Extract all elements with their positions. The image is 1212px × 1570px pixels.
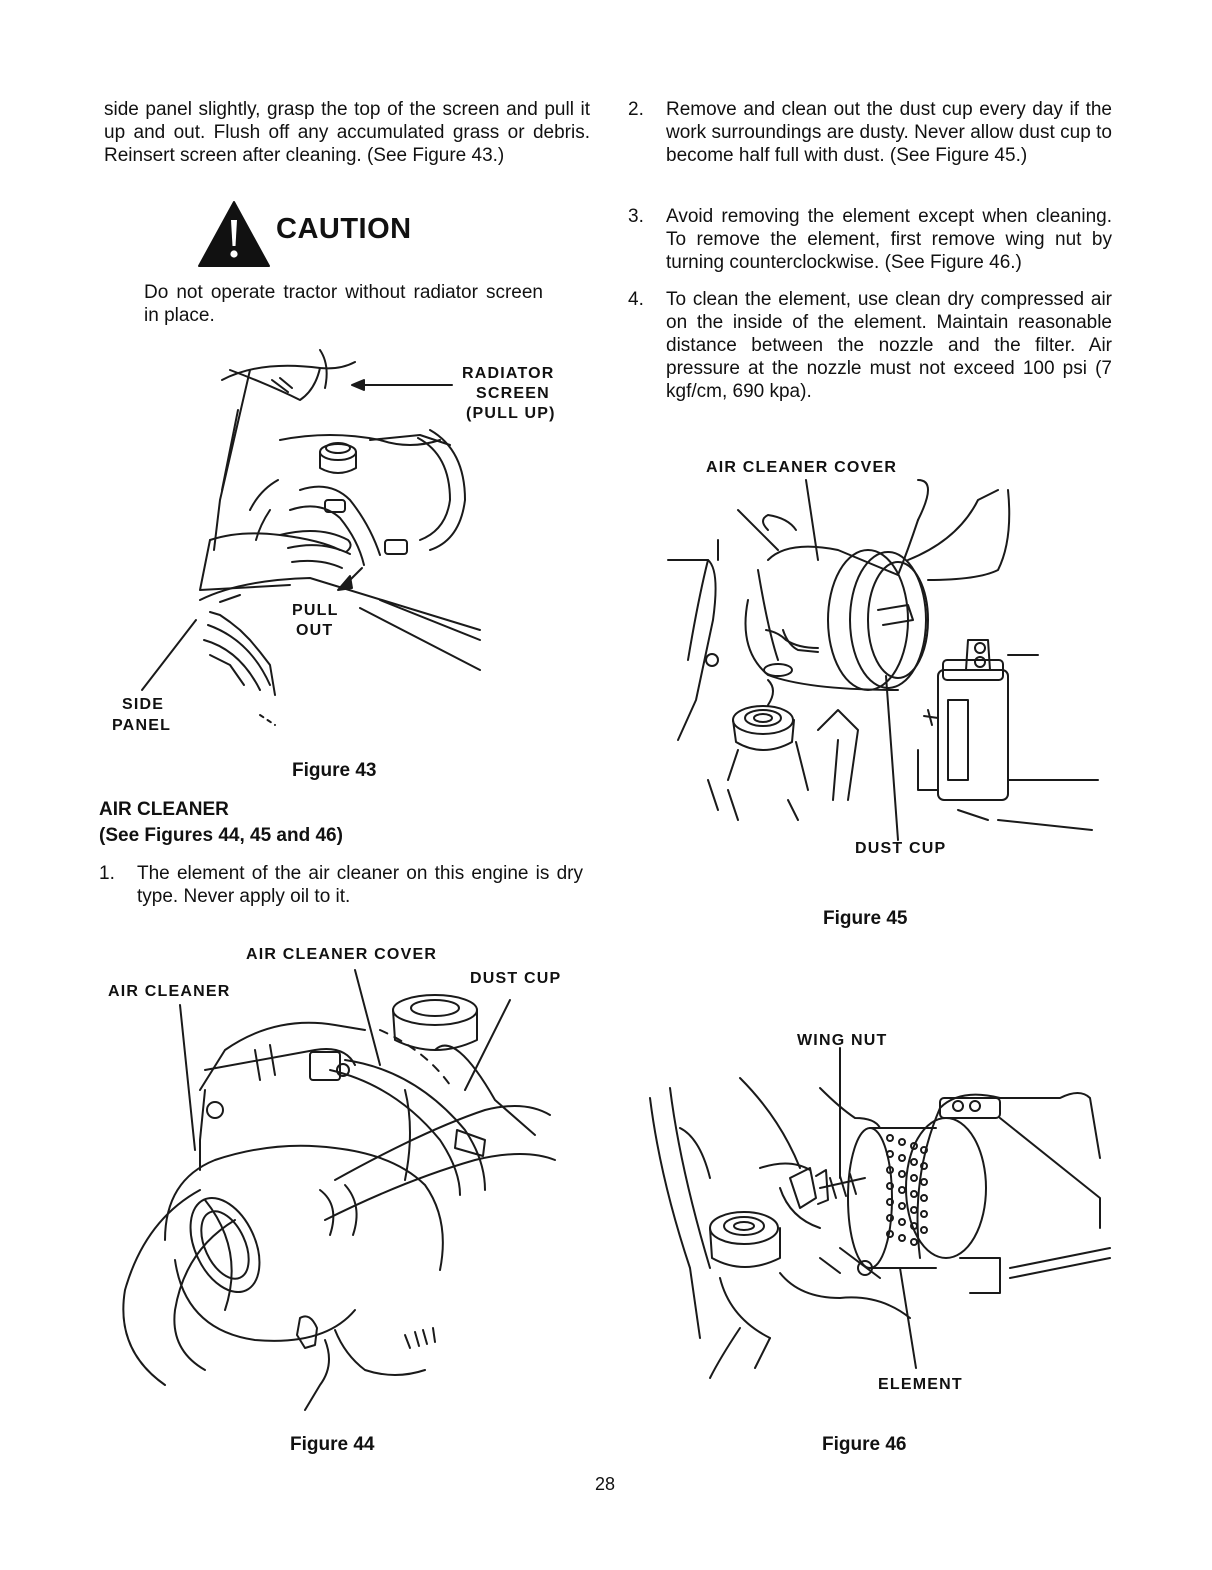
intro-paragraph: side panel slightly, grasp the top of th… bbox=[104, 99, 590, 166]
list-item-1-text: The element of the air cleaner on this e… bbox=[137, 863, 583, 907]
label-pull-out-line2: OUT bbox=[296, 622, 334, 639]
caution-text: Do not operate tractor without radiator … bbox=[144, 282, 543, 326]
fig44-label-air-cleaner: AIR CLEANER bbox=[108, 983, 231, 1000]
list-item-4-number: 4. bbox=[628, 289, 644, 310]
figure-43-illustration bbox=[141, 349, 481, 726]
figure-44-illustration bbox=[122, 969, 556, 1411]
list-item-3: 3. Avoid removing the element except whe… bbox=[628, 205, 1112, 275]
fig46-label-element: ELEMENT bbox=[878, 1376, 963, 1393]
list-item-4: 4. To clean the element, use clean dry c… bbox=[628, 288, 1112, 404]
list-item-3-number: 3. bbox=[628, 206, 644, 227]
fig46-label-wing-nut: WING NUT bbox=[797, 1032, 888, 1049]
label-pull-out-line1: PULL bbox=[292, 602, 339, 619]
list-item-2-text: Remove and clean out the dust cup every … bbox=[666, 99, 1112, 166]
figure-43-caption: Figure 43 bbox=[292, 760, 377, 781]
list-item-4-text: To clean the element, use clean dry comp… bbox=[666, 289, 1112, 402]
list-item-1: 1. The element of the air cleaner on thi… bbox=[99, 862, 583, 910]
label-radiator-screen-line3: (PULL UP) bbox=[466, 405, 556, 422]
list-item-2-number: 2. bbox=[628, 99, 644, 120]
list-item-3-text: Avoid removing the element except when c… bbox=[666, 206, 1112, 273]
fig44-label-dust-cup: DUST CUP bbox=[470, 970, 562, 987]
figure-44-caption: Figure 44 bbox=[290, 1434, 375, 1455]
fig45-label-air-cleaner-cover: AIR CLEANER COVER bbox=[706, 459, 898, 476]
label-radiator-screen-line1: RADIATOR bbox=[462, 365, 555, 382]
fig45-label-dust-cup: DUST CUP bbox=[855, 840, 947, 857]
page-number: 28 bbox=[595, 1474, 616, 1494]
caution-title: CAUTION bbox=[276, 213, 412, 245]
figure-46-illustration bbox=[649, 1047, 1111, 1379]
air-cleaner-subheading: (See Figures 44, 45 and 46) bbox=[99, 825, 343, 846]
list-item-1-number: 1. bbox=[99, 863, 115, 884]
label-radiator-screen-line2: SCREEN bbox=[476, 385, 550, 402]
figure-45-illustration bbox=[667, 479, 1099, 841]
warning-triangle-icon bbox=[198, 201, 270, 267]
label-side-panel-line1: SIDE bbox=[122, 696, 165, 713]
figure-45-caption: Figure 45 bbox=[823, 908, 908, 929]
list-item-2: 2. Remove and clean out the dust cup eve… bbox=[628, 98, 1112, 190]
figure-46-caption: Figure 46 bbox=[822, 1434, 907, 1455]
air-cleaner-heading: AIR CLEANER bbox=[99, 799, 229, 820]
label-side-panel-line2: PANEL bbox=[112, 717, 172, 734]
fig44-label-air-cleaner-cover: AIR CLEANER COVER bbox=[246, 946, 438, 963]
